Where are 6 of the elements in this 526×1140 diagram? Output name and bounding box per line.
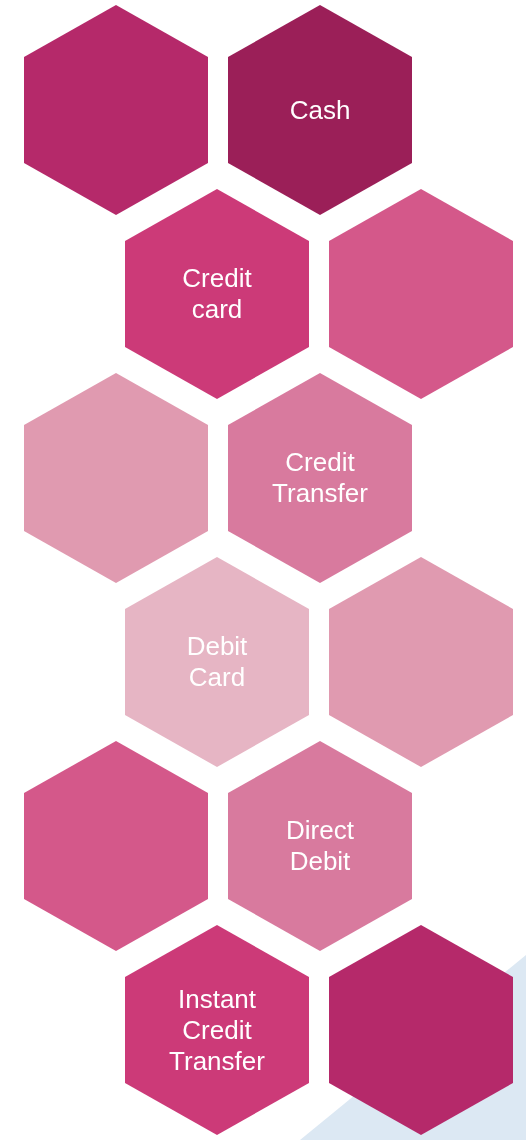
hexagon-label: Credit card	[181, 263, 253, 325]
hexagon-label: Cash	[289, 94, 351, 126]
hexagon-label: Direct Debit	[285, 815, 355, 877]
hexagon-label: Credit Transfer	[271, 447, 369, 509]
hexagon-label: Debit Card	[185, 631, 249, 693]
hexagon-label: Instant Credit Transfer	[168, 983, 266, 1077]
